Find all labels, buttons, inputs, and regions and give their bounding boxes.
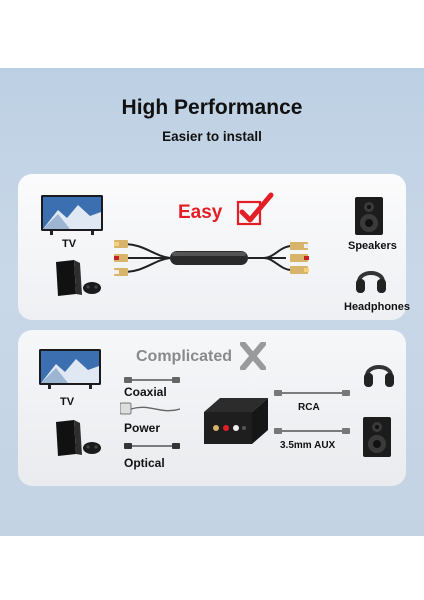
tv-icon	[39, 349, 101, 389]
dac-converter-icon	[204, 398, 268, 444]
aux-cable-icon	[274, 428, 350, 434]
coaxial-cable-icon	[124, 377, 180, 383]
game-console-icon	[56, 260, 101, 296]
page-title: High Performance	[121, 96, 303, 119]
complicated-label: Complicated	[136, 348, 233, 365]
cross-icon	[240, 342, 266, 370]
power-adapter-icon	[120, 402, 180, 415]
game-console-icon	[56, 420, 101, 456]
headphones-icon	[356, 271, 386, 293]
speaker-icon	[355, 197, 383, 235]
coaxial-label: Coaxial	[124, 385, 167, 399]
tv-label: TV	[60, 396, 75, 408]
rca-label: RCA	[298, 402, 320, 413]
headphones-label: Headphones	[344, 301, 411, 313]
complicated-panel: TV Complicated Coaxial Power Optical	[18, 330, 406, 486]
aux-label: 3.5mm AUX	[280, 440, 336, 451]
rca-cable-icon	[274, 390, 350, 396]
checkmark-icon	[236, 192, 274, 226]
speakers-label: Speakers	[348, 240, 397, 252]
optical-label: Optical	[124, 456, 165, 470]
optical-cable-icon	[124, 443, 180, 449]
page-subtitle: Easier to install	[162, 129, 262, 144]
easy-label: Easy	[178, 202, 223, 223]
tv-icon	[41, 195, 103, 235]
power-label: Power	[124, 421, 161, 435]
headphones-icon	[364, 365, 394, 387]
easy-panel: TV Easy Speakers	[18, 174, 410, 320]
rca-cable-image	[114, 240, 309, 276]
speaker-icon	[363, 417, 391, 457]
tv-label: TV	[62, 238, 77, 250]
